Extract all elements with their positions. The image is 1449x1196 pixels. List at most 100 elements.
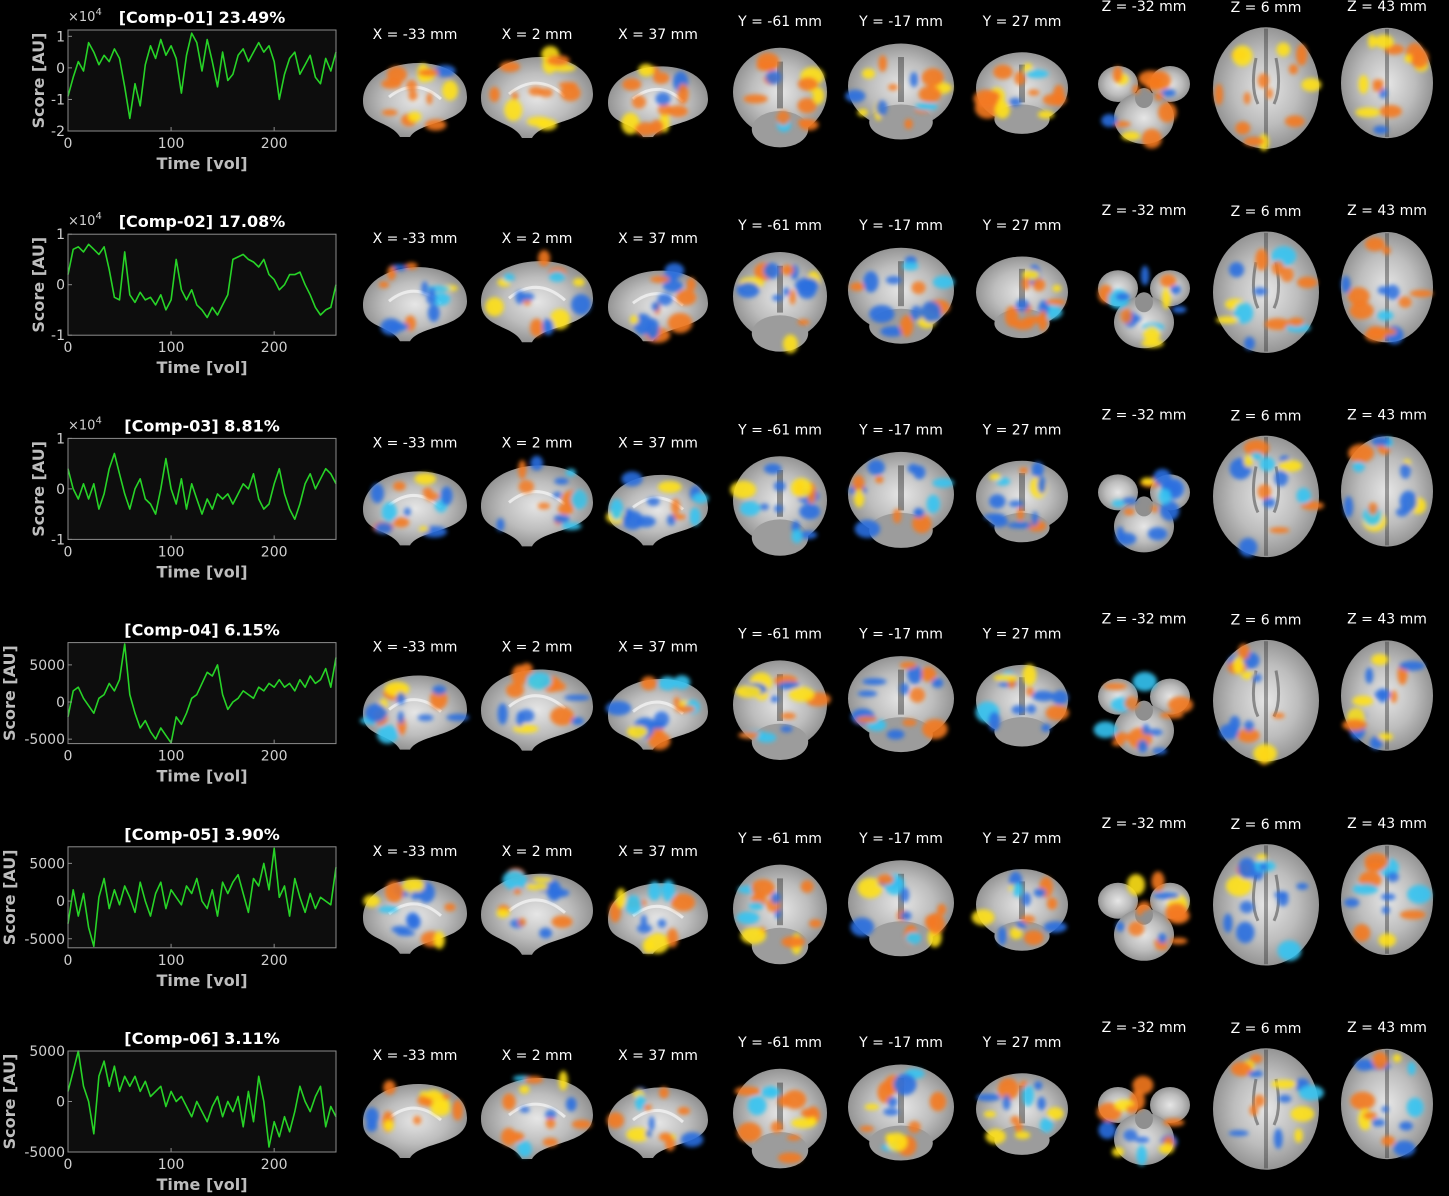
activation-blobs	[370, 473, 453, 538]
negative-activation	[427, 304, 440, 322]
y-axis-label: Score [AU]	[29, 441, 48, 537]
brain-slice-2-9: Z = 43 mm	[1341, 203, 1434, 344]
plot-area	[68, 642, 336, 744]
negative-activation	[1137, 739, 1148, 753]
y-tick-label: 1	[56, 431, 65, 447]
negative-activation	[1142, 724, 1150, 735]
negative-activation	[1158, 933, 1167, 944]
activation-blobs	[1350, 1051, 1424, 1157]
slice-coordinate-label: Z = 43 mm	[1347, 612, 1427, 628]
positive-activation	[650, 275, 670, 283]
negative-activation	[791, 529, 803, 544]
slice-coordinate-label: X = 2 mm	[502, 435, 573, 451]
positive-activation	[530, 318, 544, 337]
slice-coordinate-label: Y = -61 mm	[737, 627, 822, 643]
brain-slice-2-4: Y = -61 mm	[733, 218, 827, 354]
positive-activation	[770, 1121, 784, 1134]
slice-coordinate-label: X = 2 mm	[502, 231, 573, 247]
positive-activation	[927, 912, 945, 935]
timecourse-line	[67, 243, 337, 319]
negative-activation	[1025, 69, 1049, 79]
brain-slice-3-1: X = -33 mm	[363, 435, 467, 546]
brain-slice-3-7: Z = -32 mm	[1098, 407, 1190, 553]
slice-coordinate-label: Y = -61 mm	[737, 422, 822, 438]
brain-slice-4-6: Y = 27 mm	[975, 627, 1070, 747]
negative-activation	[1031, 511, 1039, 527]
positive-activation	[631, 95, 647, 109]
negative-activation	[1153, 892, 1180, 900]
positive-activation	[526, 883, 552, 891]
negative-activation	[1026, 704, 1037, 714]
positive-activation	[1046, 897, 1058, 910]
positive-activation	[1121, 131, 1141, 141]
positive-activation	[781, 264, 794, 276]
negative-activation	[549, 888, 570, 898]
negative-activation	[932, 478, 954, 488]
brain-slice-2-6: Y = 27 mm	[976, 218, 1068, 339]
brain-slice-6-5: Y = -17 mm	[848, 1035, 954, 1161]
activation-blobs	[1093, 671, 1194, 755]
y-axis-label: Score [AU]	[0, 849, 19, 945]
negative-activation	[976, 1093, 1001, 1102]
positive-activation	[1342, 719, 1367, 731]
activation-blobs	[1111, 468, 1185, 546]
negative-activation	[1355, 1059, 1374, 1071]
activation-blobs	[1341, 237, 1434, 344]
negative-activation	[1259, 863, 1269, 871]
negative-activation	[880, 326, 904, 337]
negative-activation	[988, 711, 1001, 732]
negative-activation	[780, 725, 793, 733]
positive-activation	[1123, 508, 1135, 516]
negative-activation	[736, 911, 760, 924]
positive-activation	[387, 265, 396, 281]
x-axis-label: Time [vol]	[156, 767, 247, 786]
timecourse-line	[67, 32, 337, 120]
negative-activation	[1253, 287, 1267, 296]
slice-coordinate-label: X = 2 mm	[502, 27, 573, 43]
positive-activation	[422, 487, 433, 497]
slice-coordinate-label: Y = 27 mm	[982, 1035, 1062, 1051]
positive-activation	[1215, 316, 1239, 324]
slice-coordinate-label: Y = 27 mm	[982, 831, 1062, 847]
negative-activation	[1022, 1084, 1034, 1107]
y-tick-label: -1	[51, 92, 65, 108]
negative-activation	[431, 292, 451, 306]
cerebellum	[994, 1125, 1050, 1155]
positive-activation	[550, 309, 570, 330]
positive-activation	[1249, 1104, 1259, 1116]
positive-activation	[1365, 237, 1385, 252]
y-tick-label: 0	[56, 695, 65, 711]
positive-activation	[658, 481, 682, 493]
temporal-lobe-left	[1098, 66, 1138, 102]
positive-activation	[418, 68, 439, 77]
midline-fissure	[777, 470, 783, 517]
negative-activation	[989, 494, 1006, 509]
positive-activation	[892, 508, 902, 524]
negative-activation	[571, 717, 584, 725]
activation-blobs	[497, 663, 590, 733]
negative-activation	[1008, 500, 1024, 508]
brain-slice-4-9: Z = 43 mm	[1341, 612, 1433, 751]
positive-activation	[506, 683, 524, 698]
positive-activation	[1016, 507, 1025, 521]
activation-blobs	[489, 46, 581, 131]
activation-blobs	[850, 874, 947, 948]
positive-activation	[1352, 695, 1374, 706]
y-exponent-label: ×104	[68, 415, 102, 433]
negative-activation	[1158, 488, 1172, 505]
negative-activation	[1235, 921, 1255, 944]
negative-activation	[497, 703, 508, 725]
negative-activation	[650, 720, 666, 730]
positive-activation	[499, 61, 521, 72]
temporal-lobe-left	[1098, 882, 1138, 919]
positive-activation	[537, 502, 551, 510]
component-title: [Comp-03] 8.81%	[124, 416, 279, 435]
positive-activation	[384, 1120, 394, 1132]
positive-activation	[1132, 1075, 1154, 1095]
brain-slice-2-7: Z = -32 mm	[1098, 203, 1190, 349]
negative-activation	[1263, 497, 1276, 508]
negative-activation	[1251, 673, 1262, 683]
activation-blobs	[973, 63, 1067, 119]
negative-activation	[1132, 671, 1158, 692]
